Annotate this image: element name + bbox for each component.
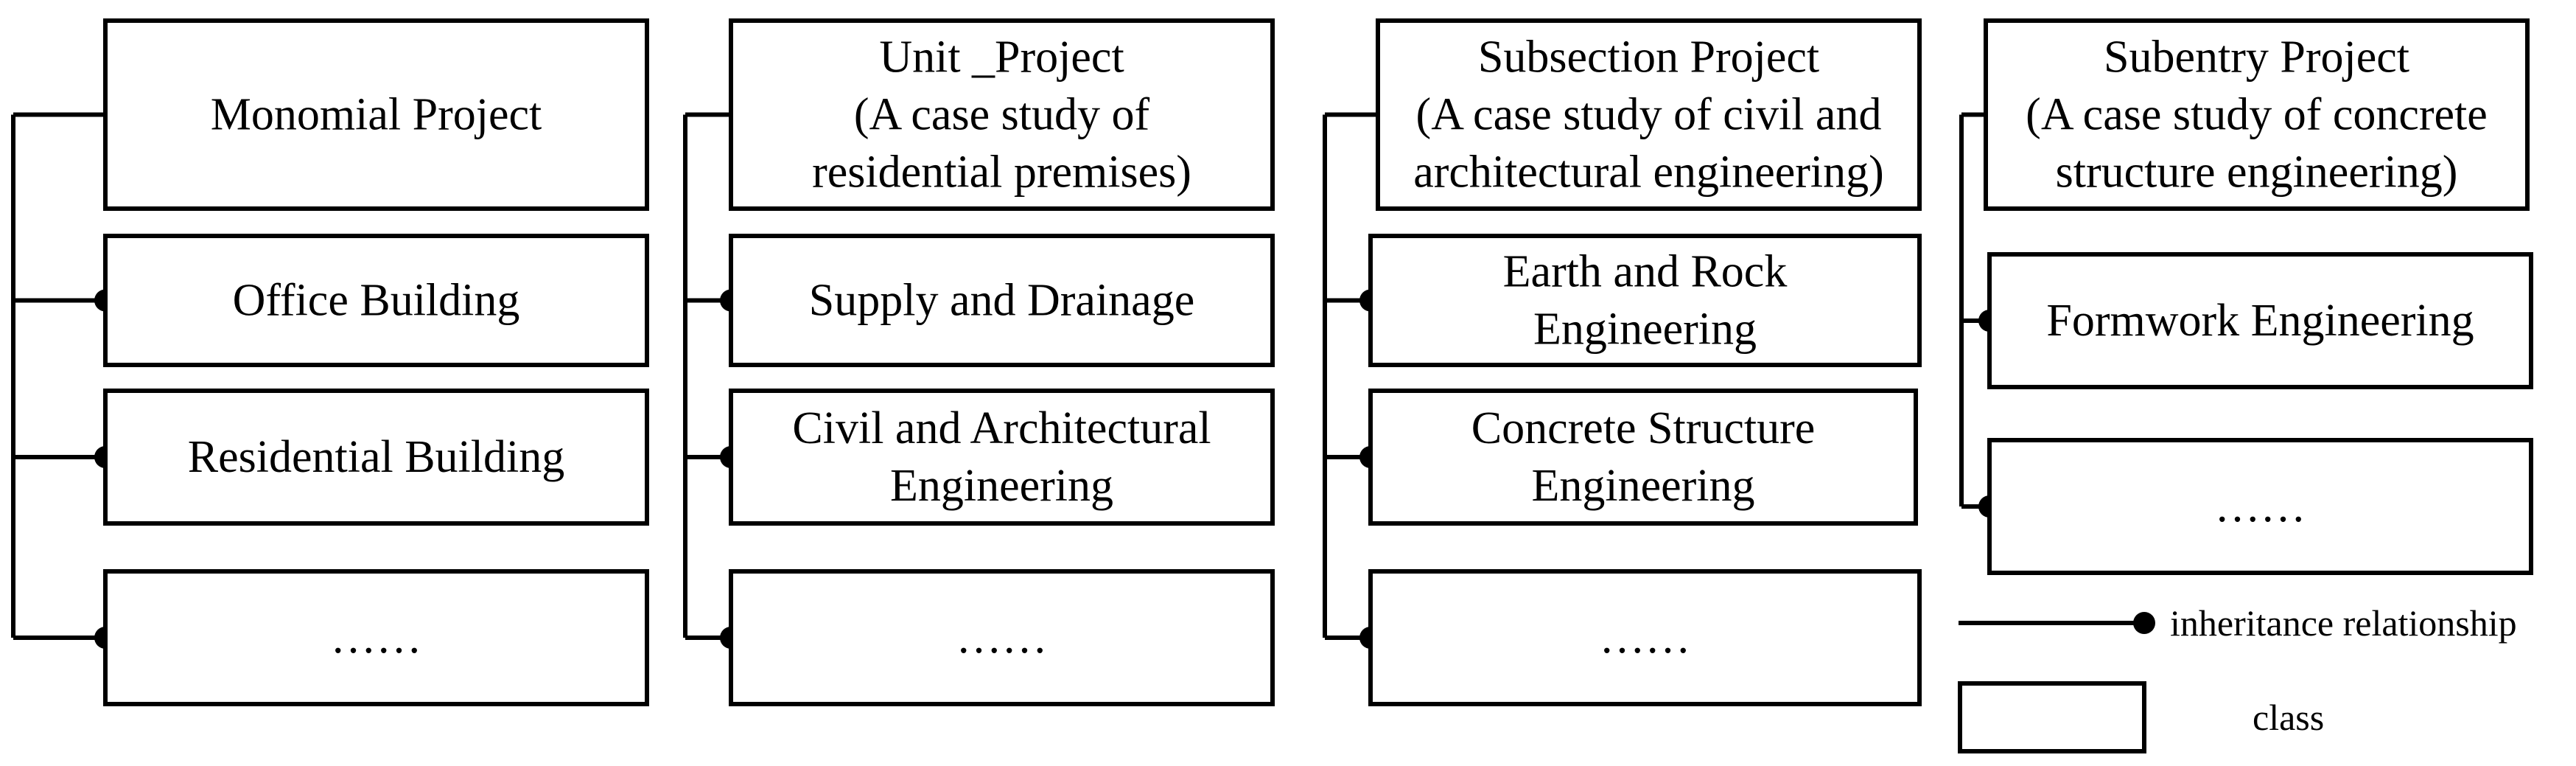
class-box-col2-item1: Supply and Drainage bbox=[729, 234, 1275, 367]
class-box-frame bbox=[103, 569, 649, 706]
class-label-line: Supply and Drainage bbox=[809, 276, 1194, 326]
class-box-frame bbox=[1987, 252, 2533, 389]
class-label-line: (A case study of bbox=[854, 90, 1150, 140]
class-box-col2-item3: …… bbox=[729, 569, 1275, 706]
class-box-col4-item1: Formwork Engineering bbox=[1987, 252, 2533, 389]
class-label-line: Civil and Architectural bbox=[792, 403, 1211, 453]
legend-inheritance-dot bbox=[2133, 612, 2155, 634]
class-label-line: Subsection Project bbox=[1478, 32, 1819, 83]
class-box-col4-item2: …… bbox=[1987, 438, 2533, 575]
legend: inheritance relationship class bbox=[1958, 602, 2517, 753]
class-label-line: Engineering bbox=[1531, 461, 1754, 511]
class-box-frame bbox=[103, 234, 649, 367]
class-label-line: Office Building bbox=[233, 276, 520, 326]
class-label-line: …… bbox=[331, 613, 422, 663]
class-box-header-col3: Subsection Project (A case study of civil… bbox=[1376, 18, 1922, 211]
class-box-frame bbox=[729, 389, 1275, 526]
class-label-line: Subentry Project bbox=[2104, 32, 2409, 83]
class-box-header-col1: Monomial Project bbox=[103, 18, 649, 211]
class-box-frame bbox=[1368, 569, 1922, 706]
class-box-frame bbox=[1987, 438, 2533, 575]
class-box-frame bbox=[1376, 18, 1922, 211]
class-label-line: …… bbox=[1600, 613, 1691, 663]
class-box-frame bbox=[1368, 234, 1922, 367]
class-box-frame bbox=[1368, 389, 1918, 526]
class-label-line: …… bbox=[2215, 481, 2306, 532]
class-box-frame bbox=[103, 18, 649, 211]
class-label-line: residential premises) bbox=[812, 147, 1191, 198]
legend-class-box bbox=[1958, 681, 2146, 753]
class-label-line: …… bbox=[956, 613, 1048, 663]
class-label-line: Engineering bbox=[890, 461, 1113, 511]
class-label-line: Monomial Project bbox=[211, 90, 542, 140]
class-label-line: architectural engineering) bbox=[1413, 147, 1884, 198]
class-box-col3-item3: …… bbox=[1368, 569, 1922, 706]
class-box-frame bbox=[729, 234, 1275, 367]
class-label-line: (A case study of concrete bbox=[2026, 90, 2488, 140]
class-box-frame bbox=[729, 18, 1275, 211]
class-box-frame bbox=[729, 569, 1275, 706]
class-label-line: Unit _Project bbox=[879, 32, 1124, 83]
class-label-line: Concrete Structure bbox=[1471, 403, 1816, 453]
class-box-col1-item3: …… bbox=[103, 569, 649, 706]
legend-class-label: class bbox=[2253, 697, 2324, 738]
class-label-line: Earth and Rock bbox=[1503, 247, 1788, 297]
class-box-header-col4: Subentry Project (A case study of concret… bbox=[1984, 18, 2530, 211]
class-label-line: Residential Building bbox=[188, 432, 564, 482]
class-box-frame bbox=[103, 389, 649, 526]
class-box-header-col2: Unit _Project (A case study of residential… bbox=[729, 18, 1275, 211]
class-box-col1-item2: Residential Building bbox=[103, 389, 649, 526]
class-label-line: (A case study of civil and bbox=[1416, 90, 1882, 140]
class-label-line: Engineering bbox=[1533, 304, 1757, 355]
class-label-line: Formwork Engineering bbox=[2046, 296, 2474, 346]
class-label-line: structure engineering) bbox=[2056, 147, 2458, 198]
class-box-col1-item1: Office Building bbox=[103, 234, 649, 367]
class-box-frame bbox=[1984, 18, 2530, 211]
legend-inheritance-label: inheritance relationship bbox=[2170, 602, 2517, 644]
